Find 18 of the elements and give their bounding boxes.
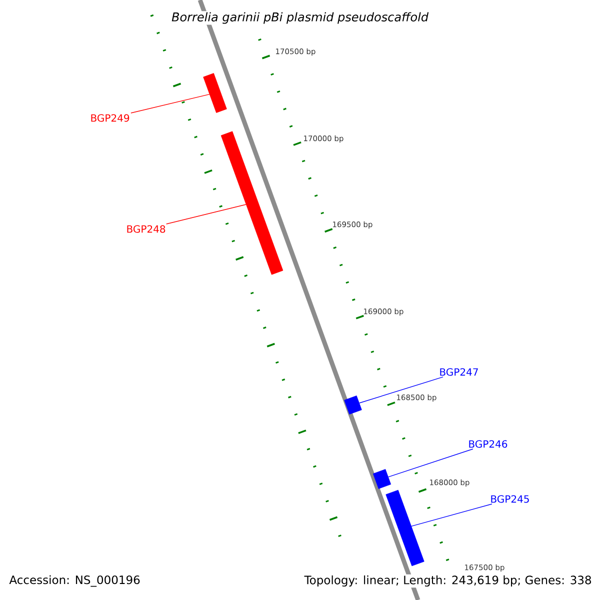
accession-text: Accession: NS_000196: [9, 575, 140, 587]
gene-arrow: [220, 131, 284, 275]
leader-line: [359, 376, 444, 404]
gene-label: BGP249: [91, 114, 130, 122]
title: Borrelia garinii pBi plasmid pseudoscaffold: [170, 11, 430, 25]
gene-label: BGP247: [440, 368, 478, 376]
leader-line: [166, 204, 246, 224]
gene-arrow: [372, 469, 392, 489]
gene-arrow: [344, 396, 362, 414]
gene-arrow: [386, 490, 424, 566]
gene-arrow: [203, 73, 227, 113]
gene-label: BGP246: [469, 440, 508, 448]
leader-line: [130, 94, 210, 114]
summary-text: Topology: linear; Length: 243,619 bp; Genes: 338: [303, 574, 593, 588]
leader-line: [388, 448, 474, 478]
gene-label: BGP245: [491, 495, 529, 503]
leader-line: [411, 504, 492, 527]
gene-label: BGP248: [127, 225, 166, 233]
